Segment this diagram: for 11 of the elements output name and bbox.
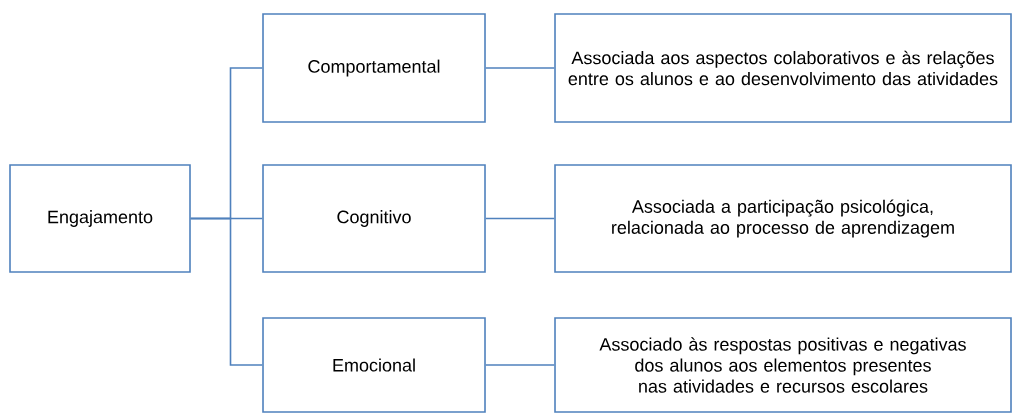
text-box: Comportamental xyxy=(262,13,486,123)
text-box: Cognitivo xyxy=(262,164,486,273)
connector-line xyxy=(485,217,555,220)
text-box: Associada a participação psicológica, relacionada ao processo de aprendizagem xyxy=(554,164,1012,273)
connector-line xyxy=(190,217,263,366)
text-box: Emocional xyxy=(262,317,486,413)
text-box: Associada aos aspectos colaborativos e às relações entre os alunos e ao desenvolvimento das atividades xyxy=(554,13,1012,123)
text-box: Associado às respostas positivas e negativas dos alunos aos elementos presentes nas atividades e recursos escolares xyxy=(554,317,1012,413)
text-box: Engajamento xyxy=(9,164,191,273)
connector-line xyxy=(485,364,555,366)
connector-line xyxy=(485,67,555,69)
